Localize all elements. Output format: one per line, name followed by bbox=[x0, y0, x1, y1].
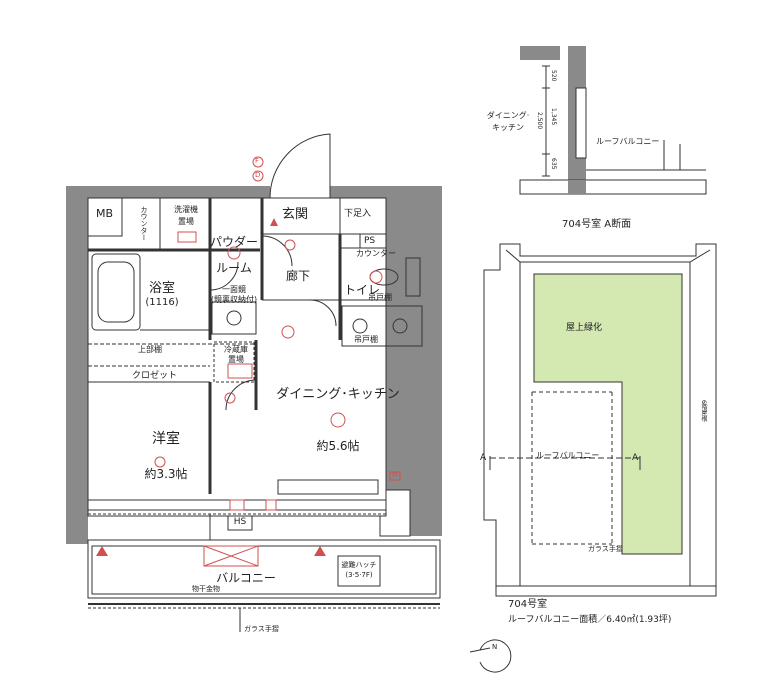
ps-label: PS bbox=[364, 236, 376, 246]
section-title: 704号室 A断面 bbox=[562, 219, 632, 230]
compass-n-label: N bbox=[492, 643, 498, 651]
western-label: 洋室 bbox=[152, 431, 180, 447]
roof-greenery-label: 屋上緑化 bbox=[566, 323, 603, 333]
fridge-label-1: 冷蔵庫 bbox=[224, 345, 248, 354]
cut-a-right: A bbox=[632, 453, 639, 463]
hanging-shelf-label-1: 吊戸棚 bbox=[368, 293, 392, 302]
shoe-storage-label: 下足入 bbox=[344, 209, 372, 219]
roof-room-number: 704号室 bbox=[508, 599, 548, 610]
section-dim-520: 520 bbox=[550, 70, 557, 82]
section-dim-2500: 2,500 bbox=[536, 112, 543, 130]
d-mark: D bbox=[255, 171, 261, 179]
dk-size-label: 約5.6帖 bbox=[316, 439, 360, 453]
roof-balcony-plan bbox=[483, 243, 717, 597]
balcony-label: バルコニー bbox=[216, 571, 276, 585]
section-dim-635: 635 bbox=[550, 158, 557, 170]
entrance-label: 玄関 bbox=[282, 207, 309, 222]
section-a bbox=[519, 46, 707, 195]
top-wall-left bbox=[122, 186, 270, 198]
upper-shelf-label: 上部棚 bbox=[138, 345, 162, 354]
right-wall bbox=[386, 186, 442, 536]
section-roof-balcony-label: ルーフバルコニー bbox=[596, 137, 660, 146]
western-size-label: 約3.3帖 bbox=[144, 467, 188, 481]
powder-label-2: ルーム bbox=[216, 261, 252, 275]
dk-label: ダイニング･キッチン bbox=[276, 387, 400, 402]
compass-needle bbox=[469, 647, 491, 653]
washer-label-2: 置場 bbox=[178, 217, 194, 226]
hatch-label-2: (3·5·7F) bbox=[345, 571, 373, 579]
toilet-label: トイレ bbox=[344, 283, 381, 297]
roof-glass-rail-label: ガラス手摺 bbox=[588, 545, 623, 553]
roof-balcony-label: ルーフバルコニー bbox=[536, 451, 600, 460]
mb-label: MB bbox=[96, 207, 114, 220]
compass-ring bbox=[479, 639, 512, 673]
hatch-label-1: 避難ハッチ bbox=[341, 561, 377, 569]
roof-greenery-area bbox=[533, 273, 683, 555]
f-mark: F bbox=[255, 157, 260, 165]
bath-label-1: 浴室 bbox=[148, 281, 176, 296]
powder-label-1: パウダー bbox=[209, 235, 259, 249]
drying-label: 物干金物 bbox=[192, 585, 220, 593]
fridge-label-2: 置場 bbox=[228, 355, 244, 364]
roof-area-label: ルーフバルコニー面積／6.40㎡(1.93坪) bbox=[508, 615, 672, 625]
main-plan bbox=[66, 133, 442, 632]
closet-label: クロゼット bbox=[132, 371, 178, 381]
cut-a-left: A bbox=[480, 453, 487, 463]
mirror-label-2: (鏡裏収納付) bbox=[210, 295, 258, 304]
glass-rail-label: ガラス手摺 bbox=[244, 625, 279, 633]
counter-label-2: カウンター bbox=[356, 249, 396, 258]
left-wall-bottom bbox=[66, 506, 88, 544]
compass bbox=[469, 639, 512, 673]
hs-label: HS bbox=[233, 517, 247, 527]
hanging-shelf-label-2: 吊戸棚 bbox=[354, 335, 378, 344]
top-wall-right bbox=[330, 186, 386, 198]
washer-label-1: 洗濯機 bbox=[174, 205, 198, 214]
m-mark: M bbox=[392, 471, 399, 479]
mirror-label-1: 一面鏡 bbox=[222, 285, 246, 294]
counter-label-1: カウンター bbox=[140, 206, 148, 241]
section-dining-label-2: キッチン bbox=[492, 123, 524, 132]
left-wall bbox=[66, 186, 88, 506]
bath-label-2: (1116) bbox=[145, 297, 179, 308]
corridor-label: 廊下 bbox=[286, 269, 311, 283]
section-dim-1345: 1,345 bbox=[550, 108, 557, 126]
section-dining-label-1: ダイニング· bbox=[486, 111, 530, 120]
roof-side-note: 6階屋根 bbox=[700, 400, 707, 422]
